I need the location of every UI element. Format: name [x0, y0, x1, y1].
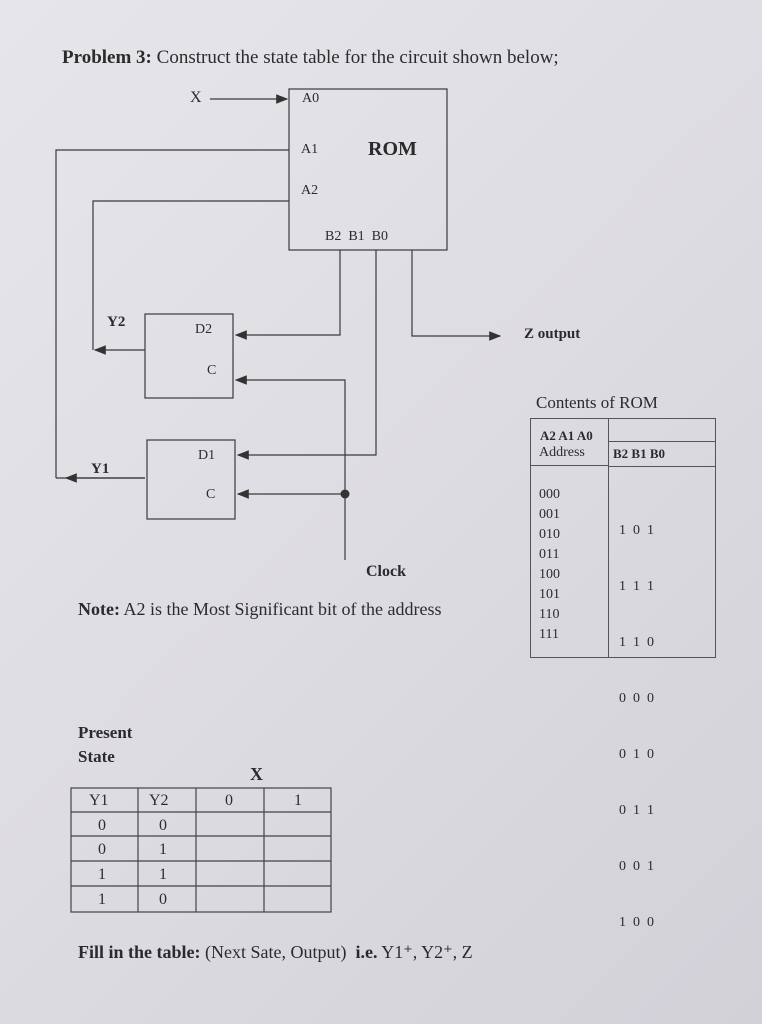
- rom-address: 111: [539, 627, 559, 642]
- y2-feedback-wire: [92, 200, 289, 350]
- rom-box: [288, 88, 448, 251]
- state-row-y2: 0: [159, 817, 167, 834]
- ff2-d-label: D2: [195, 322, 213, 337]
- rom-data: 1 0 0: [619, 915, 654, 930]
- state-table-grid: [70, 787, 332, 913]
- rom-address: 011: [539, 547, 560, 562]
- problem-text: Construct the state table for the circui…: [151, 47, 559, 68]
- rom-output-labels: B2 B1 B0: [325, 229, 389, 244]
- clock-label: Clock: [366, 563, 406, 580]
- rom-data: 0 0 1: [619, 859, 654, 874]
- rom-table-caption: Contents of ROM: [536, 393, 658, 412]
- state-row-y2: 1: [159, 866, 167, 883]
- ff1-d-label: D1: [198, 448, 216, 463]
- problem-title: Problem 3: Construct the state table for…: [62, 47, 559, 69]
- fill-ie: i.e.: [355, 942, 378, 962]
- state-row-y1: 0: [98, 817, 106, 834]
- rom-data-column: 1 0 1 1 1 1 1 1 0 0 0 0 0 1 0 0 1 1 0 0 …: [619, 485, 654, 969]
- present-state-line1: Present: [78, 723, 133, 742]
- state-col-y1: Y1: [89, 792, 109, 809]
- rom-address-header-cell: A2 A1 A0 Address: [531, 419, 609, 466]
- x-column-header: X: [250, 764, 263, 784]
- rom-address-bits-header: A2 A1 A0: [540, 428, 593, 443]
- rom-data: 0 0 0: [619, 691, 654, 706]
- rom-data: 0 1 1: [619, 803, 654, 818]
- state-table: Y1 Y2 0 1 0 0 0 1 1 1 1 0: [70, 787, 332, 913]
- rom-column-divider: [608, 465, 609, 657]
- b1-wire: [236, 250, 377, 460]
- rom-data: 0 1 0: [619, 747, 654, 762]
- fill-instruction: Fill in the table: (Next Sate, Output) i…: [78, 942, 473, 963]
- state-row-y2: 1: [159, 841, 167, 858]
- rom-contents-table: A2 A1 A0 Address B2 B1 B0 000 001 010 01…: [530, 418, 716, 930]
- state-col-y2: Y2: [149, 792, 169, 809]
- rom-address: 000: [539, 487, 560, 502]
- y2-label: Y2: [107, 314, 126, 330]
- rom-address: 110: [539, 607, 560, 622]
- note-label: Note:: [78, 599, 120, 619]
- fill-text: (Next Sate, Output): [200, 942, 356, 962]
- rom-data: 1 1 1: [619, 579, 654, 594]
- ff2-box: [144, 313, 234, 399]
- state-col-x0: 0: [225, 792, 233, 809]
- note: Note: A2 is the Most Significant bit of …: [78, 599, 441, 620]
- ff1-box: [146, 439, 236, 520]
- rom-address: 101: [539, 587, 560, 602]
- x-input-label: X: [190, 89, 202, 106]
- b0-wire: [411, 250, 502, 341]
- rom-data-header: B2 B1 B0: [613, 446, 666, 461]
- rom-input-a1: A1: [301, 142, 319, 157]
- ff2-c-label: C: [207, 363, 217, 378]
- present-state-label: Present State: [78, 721, 132, 769]
- state-row-y1: 0: [98, 841, 106, 858]
- b2-wire: [234, 250, 341, 340]
- present-state-line2: State: [78, 747, 115, 766]
- rom-data-header-cell: B2 B1 B0: [608, 441, 715, 467]
- state-row-y1: 1: [98, 891, 106, 908]
- y1-label: Y1: [91, 461, 110, 477]
- rom-address-column: 000 001 010 011 100 101 110 111: [539, 485, 560, 645]
- note-text: A2 is the Most Significant bit of the ad…: [119, 599, 442, 619]
- rom-input-a0: A0: [302, 91, 320, 106]
- state-row-y2: 0: [159, 891, 167, 908]
- fill-label: Fill in the table:: [78, 942, 201, 962]
- rom-input-a2: A2: [301, 183, 319, 198]
- y1-feedback-wire: [55, 149, 289, 478]
- rom-label: ROM: [368, 138, 417, 160]
- rom-address-header: Address: [539, 445, 585, 460]
- z-output-label: Z output: [524, 326, 581, 342]
- problem-number: Problem 3:: [62, 47, 152, 68]
- clock-junction-dot: [340, 489, 350, 499]
- state-row-y1: 1: [98, 866, 106, 883]
- rom-address: 100: [539, 567, 560, 582]
- fill-vars: Y1⁺, Y2⁺, Z: [377, 942, 473, 962]
- rom-address: 010: [539, 527, 560, 542]
- rom-data: 1 0 1: [619, 523, 654, 538]
- state-col-x1: 1: [294, 792, 302, 809]
- ff1-c-label: C: [206, 487, 216, 502]
- rom-address: 001: [539, 507, 560, 522]
- clock-wire-ff2: [234, 375, 346, 560]
- rom-data: 1 1 0: [619, 635, 654, 650]
